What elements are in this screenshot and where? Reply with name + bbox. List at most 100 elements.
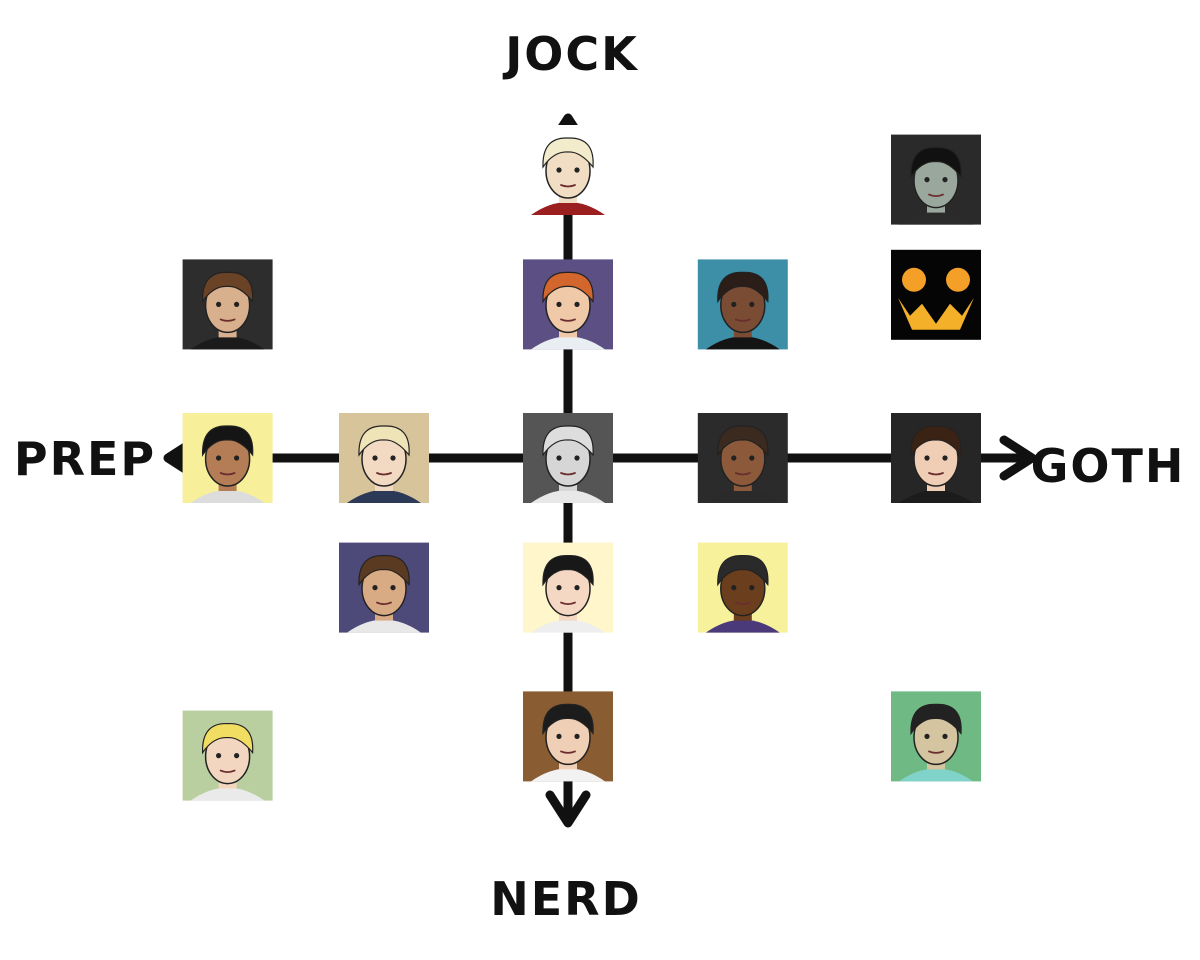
portrait-hair (542, 425, 594, 457)
portrait-hair (358, 554, 410, 587)
portrait-shirt (190, 787, 265, 801)
portrait-hair (717, 425, 769, 457)
y-axis-negative-label: NERD (490, 872, 642, 926)
x-axis-positive-label: GOTH (1031, 439, 1186, 493)
portrait-hair (201, 425, 254, 457)
character-portrait (182, 413, 273, 503)
character-portrait (523, 542, 613, 633)
portrait-hair (910, 146, 962, 179)
portrait-shirt (347, 619, 421, 633)
portrait-mouth (928, 750, 944, 754)
portrait-eye (574, 167, 580, 173)
portrait-eye (574, 733, 580, 740)
character-portrait (891, 134, 981, 225)
portrait-eye (234, 455, 240, 461)
portrait-shirt (347, 490, 421, 503)
character-portrait (523, 259, 613, 350)
portrait-eye (731, 585, 737, 591)
portrait-eye (556, 167, 562, 173)
portrait-eye (749, 585, 755, 591)
portrait-mouth (219, 318, 236, 322)
portrait-mouth (560, 750, 576, 754)
portrait-eye (216, 301, 222, 307)
portrait-mouth (928, 472, 944, 476)
y-axis-positive-label: JOCK (502, 27, 639, 81)
portrait-eye (556, 301, 562, 307)
arrow-down-icon (545, 790, 591, 828)
portrait-mouth (560, 472, 576, 476)
character-points (182, 125, 981, 801)
portrait-eye (556, 455, 562, 461)
portrait-eye (216, 753, 222, 759)
portrait-eye (942, 455, 948, 461)
portrait-mouth (734, 318, 751, 322)
character-portrait (697, 413, 788, 503)
portrait-shirt (899, 211, 973, 225)
portrait-hair (542, 703, 594, 736)
portrait-shirt (531, 336, 605, 350)
portrait-mouth (734, 601, 751, 605)
portrait-shirt (531, 768, 605, 782)
portrait-eye (924, 177, 930, 183)
portrait-shirt (531, 619, 605, 633)
portrait-mouth (376, 601, 392, 605)
portrait-eye (749, 301, 755, 307)
portrait-eye (942, 733, 948, 740)
portrait-eye (942, 177, 948, 183)
axis-labels: JOCK NERD PREP GOTH (14, 27, 1186, 926)
portrait-shirt (190, 336, 265, 350)
portrait-mouth (928, 193, 944, 197)
character-portrait (182, 710, 273, 801)
portrait-hair (201, 271, 254, 304)
portrait-eye (731, 455, 737, 461)
portrait-eye (216, 455, 222, 461)
portrait-eye (574, 301, 580, 307)
portrait-shirt (531, 202, 605, 215)
portrait-hair (910, 703, 962, 736)
portrait-eye (390, 585, 396, 591)
character-portrait (523, 691, 613, 782)
portrait-eye (390, 455, 396, 461)
portrait-shirt (705, 490, 780, 503)
character-portrait (182, 259, 273, 350)
portrait-hair (542, 554, 594, 587)
portrait-shirt (531, 490, 605, 503)
portrait-hair (910, 425, 962, 457)
portrait-eye (574, 455, 580, 461)
portrait-shirt (705, 619, 780, 633)
portrait-eye (556, 585, 562, 591)
portrait-mouth (560, 184, 576, 188)
pumpkin-mouth (898, 297, 974, 330)
character-portrait (523, 413, 613, 503)
portrait-shirt (899, 490, 973, 503)
portrait-hair (201, 722, 254, 755)
portrait-shirt (190, 490, 265, 503)
character-portrait (339, 542, 429, 633)
portrait-eye (372, 585, 378, 591)
portrait-hair (717, 554, 769, 587)
portrait-mouth (734, 472, 751, 476)
portrait-hair (542, 137, 594, 169)
portrait-eye (372, 455, 378, 461)
portrait-shirt (705, 336, 780, 350)
character-portrait (697, 542, 788, 633)
pumpkin-eye (902, 267, 926, 292)
portrait-mouth (219, 472, 236, 476)
portrait-shirt (899, 768, 973, 782)
x-axis-negative-label: PREP (14, 432, 156, 486)
pumpkin-eye (946, 267, 970, 292)
portrait-eye (234, 753, 240, 759)
character-portrait (891, 249, 981, 340)
arrow-right-icon (999, 435, 1037, 481)
portrait-eye (234, 301, 240, 307)
portrait-eye (924, 455, 930, 461)
character-portrait (891, 413, 981, 503)
character-portrait (523, 125, 613, 215)
portrait-mouth (219, 769, 236, 773)
portrait-eye (924, 733, 930, 740)
character-portrait (339, 413, 429, 503)
portrait-eye (749, 455, 755, 461)
character-portrait (697, 259, 788, 350)
portrait-mouth (376, 472, 392, 476)
